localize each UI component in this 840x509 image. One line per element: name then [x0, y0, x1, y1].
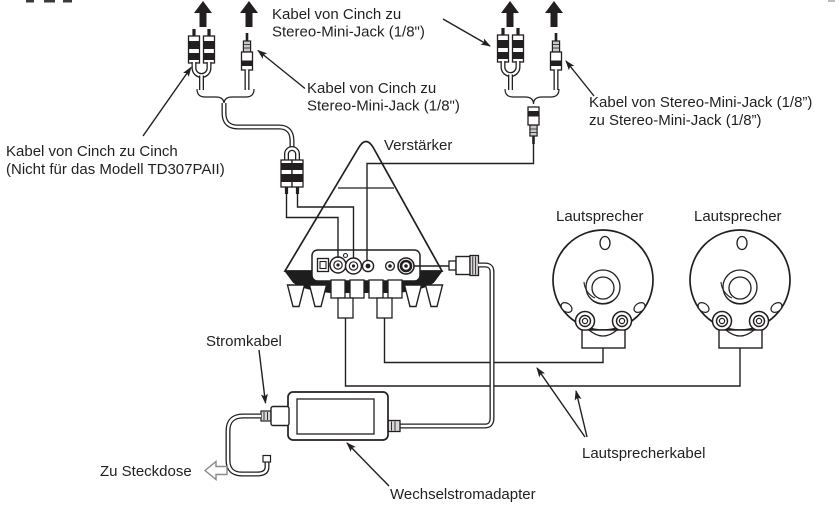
minijack-plug	[240, 32, 254, 71]
power-cord-plug	[260, 405, 290, 427]
amplifier-body	[283, 140, 444, 272]
rca-input-left-jack	[329, 256, 347, 274]
digital-input-port	[316, 257, 330, 273]
speaker-terminal	[330, 279, 346, 299]
rca-input-right-jack	[344, 257, 363, 275]
label-mid-cable-line1: Kabel von Cinch zu	[307, 80, 436, 97]
up-arrow-icon	[545, 1, 563, 27]
speaker-right-illustration	[689, 229, 791, 349]
main-cable	[221, 103, 295, 149]
dc-power-jack	[397, 257, 415, 275]
pointer-minijack-cable	[565, 60, 595, 97]
rca-plug-down	[280, 159, 293, 195]
up-arrow-icon	[501, 1, 519, 27]
label-to-outlet: Zu Steckdose	[100, 463, 192, 480]
label-cinch-cable-line1: Kabel von Cinch zu Cinch	[6, 143, 178, 160]
label-speaker-right: Lautsprecher	[694, 208, 782, 225]
label-mid-cable-line2: Stereo-Mini-Jack (1/8")	[307, 98, 460, 115]
minijack-plug	[549, 32, 563, 71]
label-top-cable-line1: Kabel von Cinch zu	[272, 6, 401, 23]
label-speaker-cable: Lautsprecherkabel	[582, 445, 705, 462]
ac-adapter-illustration	[287, 391, 389, 441]
pointer-cinch-cable	[142, 66, 192, 137]
rca-pair-loop	[500, 61, 521, 77]
rca-plug	[496, 27, 510, 63]
speaker-left-illustration	[552, 229, 654, 349]
power-cable	[400, 262, 495, 429]
label-top-cable-line2: Stereo-Mini-Jack (1/8")	[272, 24, 425, 41]
power-cord	[225, 413, 272, 477]
dc-plug	[448, 254, 480, 277]
right-cable-set	[366, 27, 563, 261]
outlet-arrow-icon	[203, 460, 228, 481]
label-minijack-cable-line1: Kabel von Stereo-Mini-Jack (1/8”)	[589, 94, 812, 111]
label-amplifier: Verstärker	[384, 137, 452, 154]
signal-line	[296, 194, 355, 258]
adapter-output-connector	[387, 419, 401, 433]
amplifier-foot	[424, 284, 444, 308]
rca-pair-loop	[191, 62, 212, 78]
left-cable-set	[187, 28, 355, 258]
rca-plug	[202, 28, 216, 64]
aux-hole	[384, 260, 396, 272]
speaker-terminal	[349, 279, 365, 299]
rca-plug	[511, 27, 525, 63]
speaker-wire-end	[376, 297, 393, 319]
rca-plug-down	[291, 159, 304, 195]
speaker-wire-end	[337, 297, 354, 319]
pointer-speaker-cable-2	[574, 390, 588, 438]
up-arrow-icon	[194, 1, 212, 27]
minijack-input-jack	[361, 259, 375, 273]
rca-plug	[187, 28, 201, 64]
pointer-power-cable	[258, 349, 268, 404]
amplifier-foot	[308, 284, 328, 308]
crop-artifact	[26, 0, 835, 3]
label-power-cable: Stromkabel	[206, 333, 282, 350]
power-led	[342, 252, 349, 259]
up-arrow-icon	[240, 1, 258, 27]
speaker-terminal	[387, 279, 403, 299]
label-minijack-cable-line2: zu Stereo-Mini-Jack (1/8”)	[589, 112, 762, 129]
speaker-terminal	[368, 279, 384, 299]
signal-line	[366, 144, 535, 261]
label-ac-adapter: Wechselstromadapter	[390, 486, 536, 503]
brace	[504, 88, 560, 105]
speaker-cable-right-run	[344, 318, 741, 387]
amplifier-illustration	[283, 140, 444, 319]
signal-line	[285, 194, 339, 258]
pointer-mid-cable	[257, 49, 306, 90]
label-cinch-cable-line2: (Nicht für das Modell TD307PAII)	[6, 161, 225, 178]
amplifier-foot	[286, 284, 306, 308]
pointer-ac-adapter	[346, 442, 390, 487]
amplifier-foot	[403, 284, 423, 308]
brace	[196, 88, 255, 105]
pointer-top-cable	[442, 18, 491, 47]
label-speaker-left: Lautsprecher	[556, 208, 644, 225]
minijack-plug-down	[527, 106, 540, 145]
power-cord-end-cap	[262, 454, 272, 463]
pointer-speaker-cable-1	[536, 367, 586, 438]
rca-pair-loop	[284, 146, 300, 160]
